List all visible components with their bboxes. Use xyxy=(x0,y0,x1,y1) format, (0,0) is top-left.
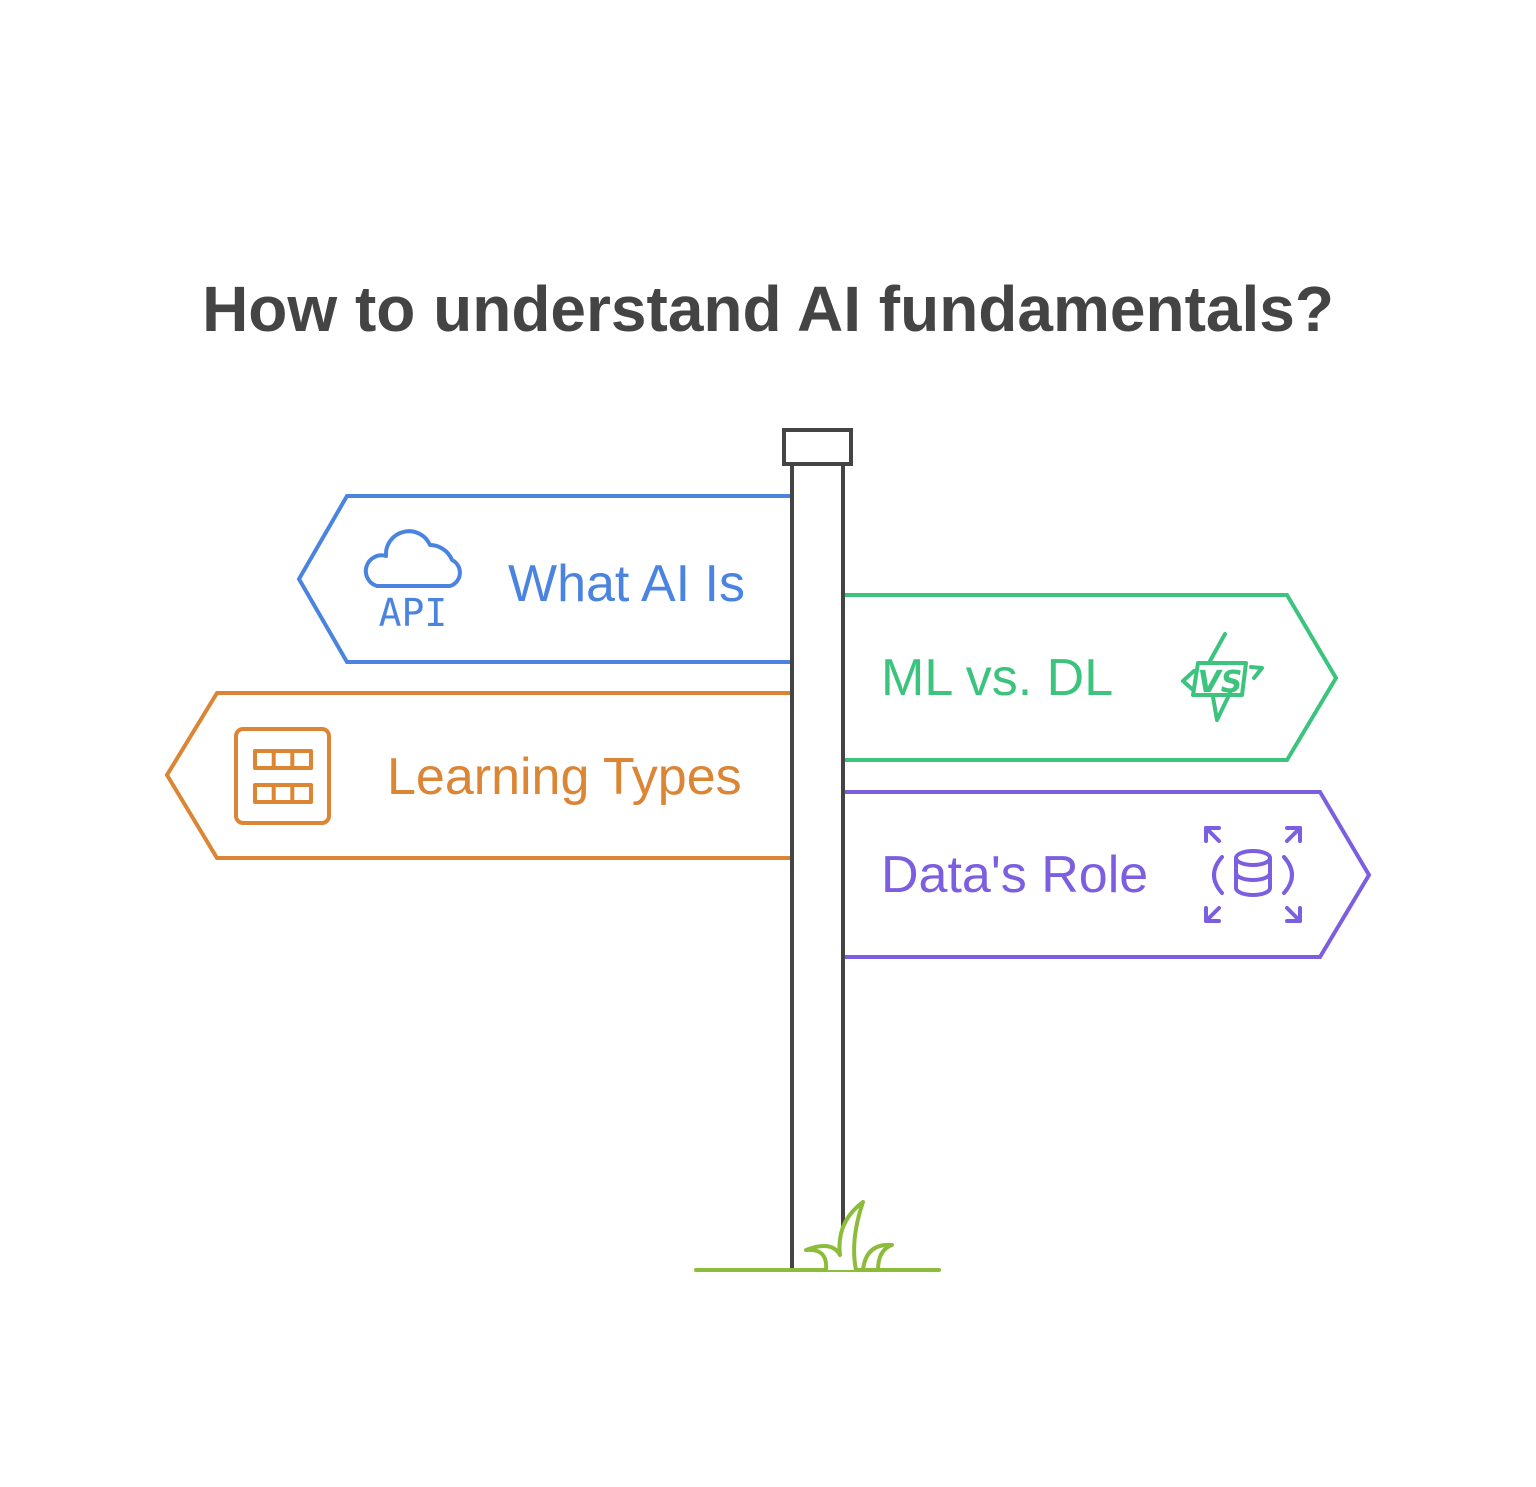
grass-tuft-icon xyxy=(804,1200,865,1272)
sign-what-ai-is: API What AI Is xyxy=(296,494,794,664)
database-expand-icon xyxy=(1204,826,1302,923)
sign-ml-vs-dl: VS ML vs. DL xyxy=(841,593,1339,762)
sign-label: What AI Is xyxy=(508,555,745,613)
signpost-pole xyxy=(782,428,853,1272)
cloud-api-icon: API xyxy=(363,529,462,635)
sign-datas-role: Data's Role xyxy=(841,790,1372,959)
vs-icon-text: VS xyxy=(1198,665,1243,700)
pole-cap xyxy=(782,428,853,466)
sign-learning-types: Learning Types xyxy=(164,691,794,860)
page-title: How to understand AI fundamentals? xyxy=(202,273,1334,345)
grass-ground xyxy=(694,1200,941,1272)
grass-blade-icon xyxy=(861,1242,894,1272)
sign-label: Learning Types xyxy=(387,748,742,806)
api-icon-text: API xyxy=(379,591,448,635)
grid-table-icon xyxy=(234,727,331,825)
sign-label: ML vs. DL xyxy=(881,649,1113,707)
versus-icon: VS xyxy=(1181,632,1264,722)
pole xyxy=(790,461,845,1272)
sign-label: Data's Role xyxy=(881,846,1148,904)
